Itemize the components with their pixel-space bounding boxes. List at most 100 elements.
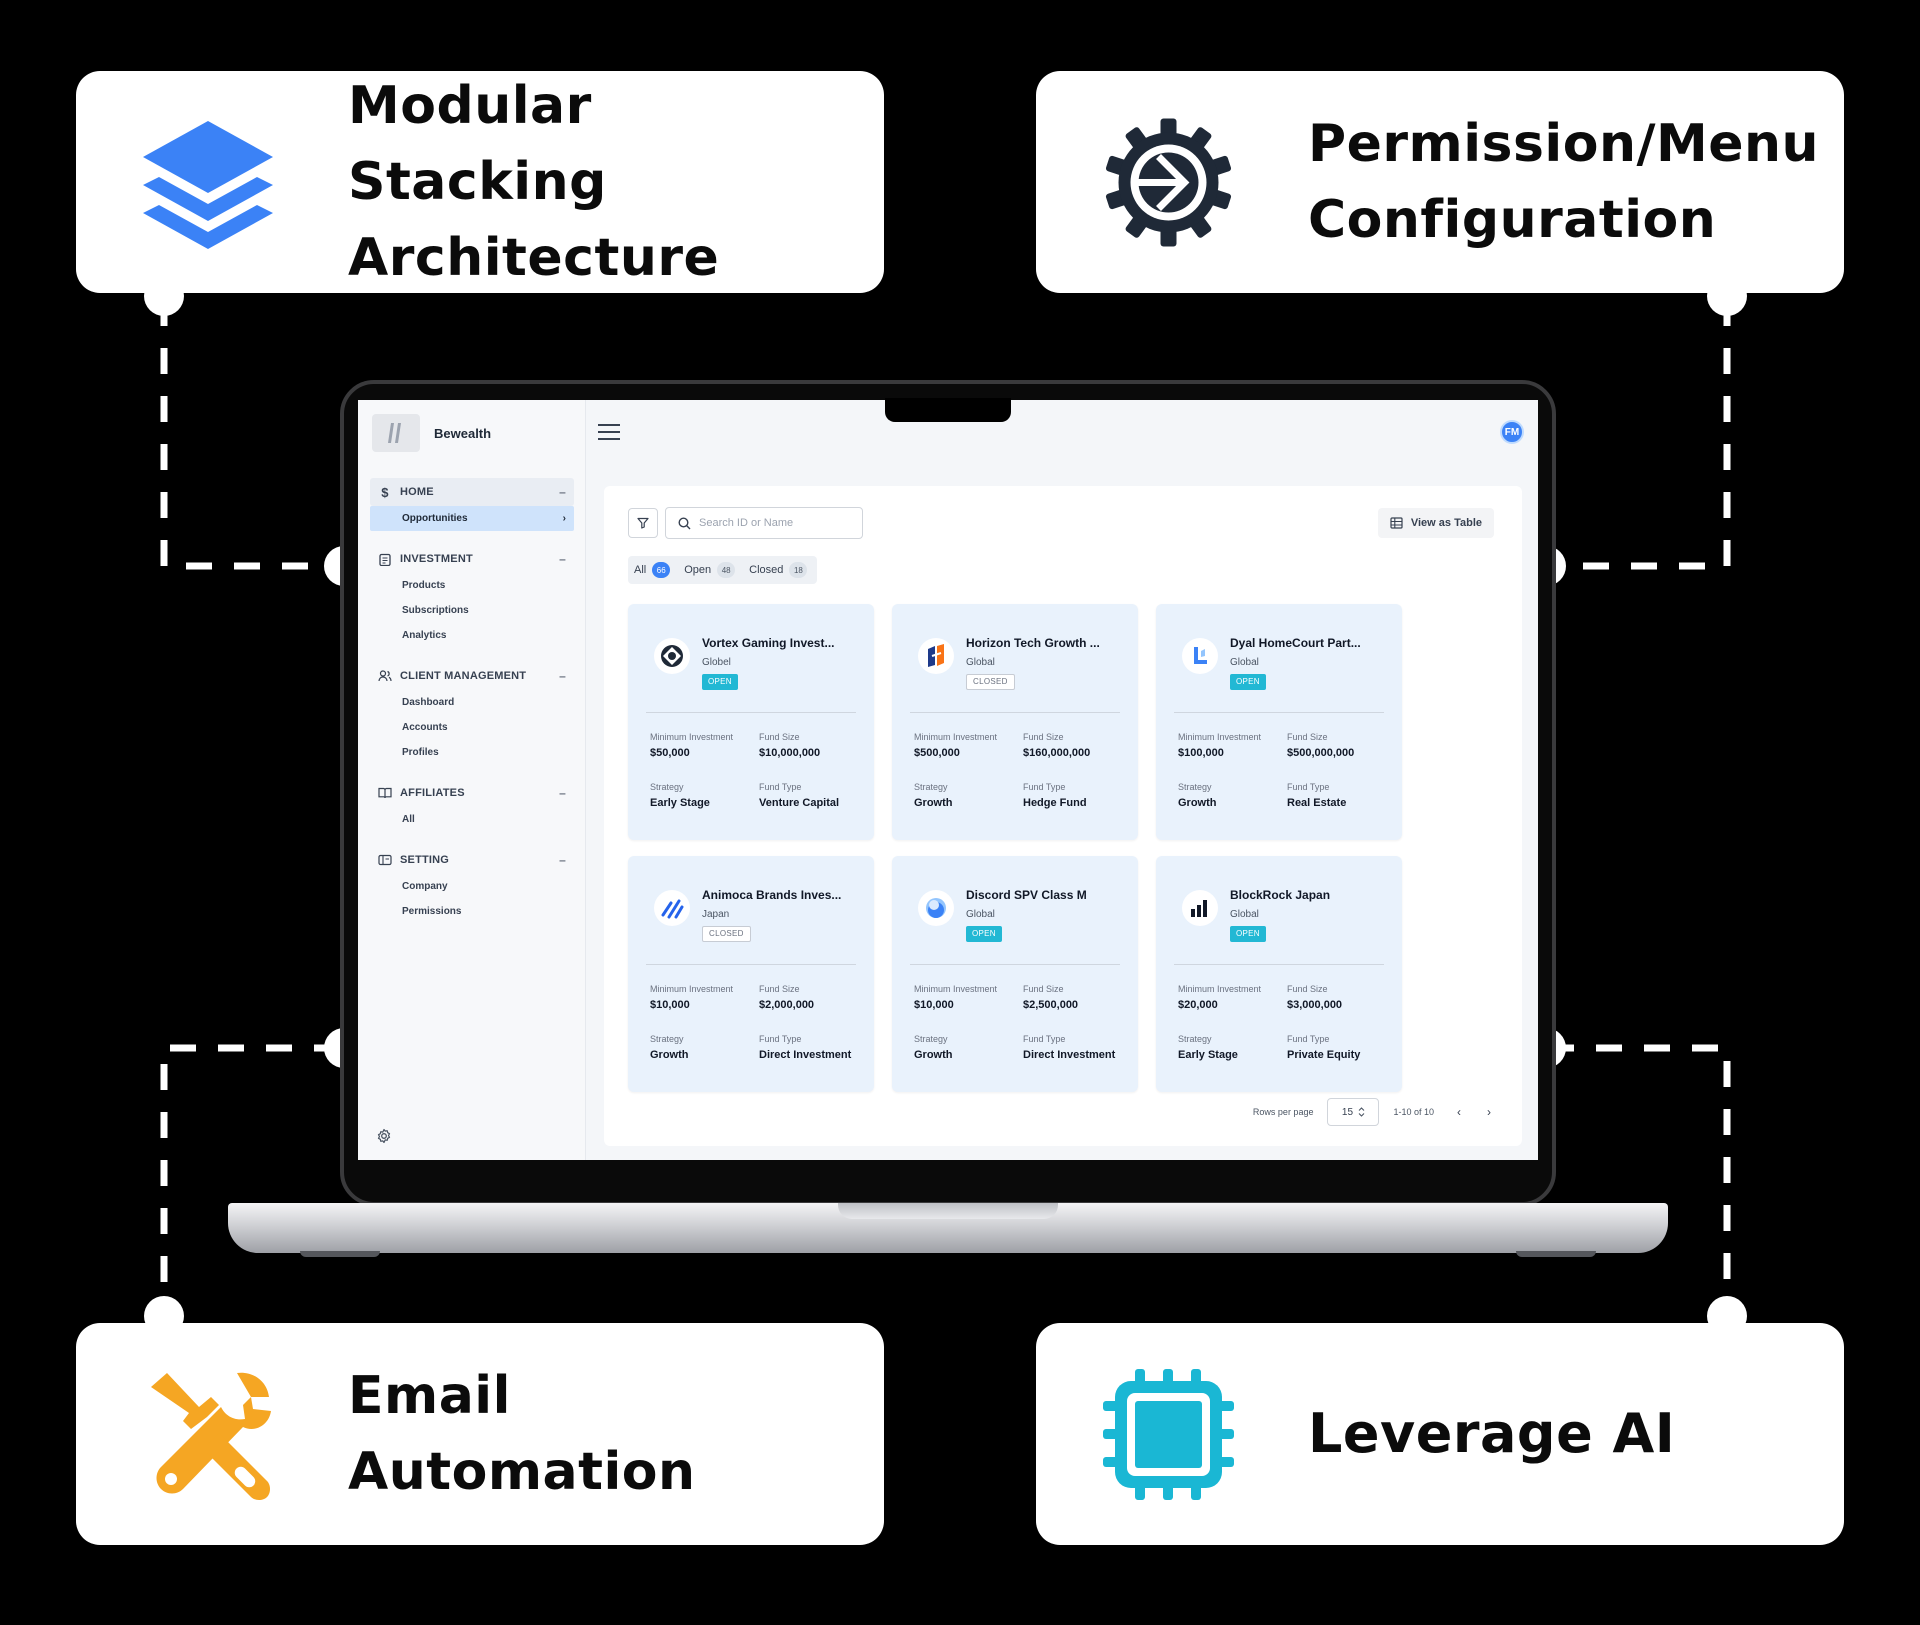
book-icon (378, 786, 392, 800)
table-icon (1390, 517, 1403, 529)
opportunity-region: Global (1230, 909, 1259, 920)
sidebar-item-products[interactable]: Products (402, 580, 446, 591)
animoca-logo-icon (654, 890, 690, 926)
view-as-table-button[interactable]: View as Table (1377, 508, 1494, 538)
chip-icon (1101, 1367, 1236, 1502)
feature-title: Modular Stacking Architecture (348, 76, 720, 288)
search-input[interactable] (699, 517, 849, 529)
field-value: $10,000 (650, 999, 690, 1011)
field-value: Private Equity (1287, 1049, 1361, 1061)
field-value: $500,000 (914, 747, 960, 759)
field-label: Minimum Investment (1178, 984, 1262, 994)
collapse-icon[interactable]: – (559, 669, 566, 683)
sidebar-item-profiles[interactable]: Profiles (402, 747, 439, 758)
previous-page-button[interactable]: ‹ (1457, 1105, 1461, 1119)
filter-button[interactable] (628, 508, 658, 538)
sidebar-nav: $ HOME – Opportunities › INVESTMENT – Pr… (370, 478, 574, 924)
opportunity-name: Dyal HomeCourt Part... (1230, 636, 1361, 650)
field-value: $100,000 (1178, 747, 1224, 759)
filter-icon (637, 517, 649, 529)
horizon-logo-icon (918, 638, 954, 674)
opportunity-region: Global (1230, 657, 1259, 668)
field-value: $10,000,000 (759, 747, 821, 759)
divider (1174, 964, 1384, 965)
collapse-icon[interactable]: – (559, 786, 566, 800)
gear-icon (1101, 115, 1236, 250)
nav-section-label: AFFILIATES (400, 787, 465, 799)
sidebar-item-company[interactable]: Company (402, 881, 448, 892)
sidebar-item-dashboard[interactable]: Dashboard (402, 697, 455, 708)
field-label: Fund Size (1287, 984, 1328, 994)
count-badge: 66 (652, 562, 671, 578)
min-investment-field: Minimum Investment $500,000 (914, 732, 997, 759)
collapse-icon[interactable]: – (559, 853, 566, 867)
feature-title: Leverage AI (1308, 1402, 1676, 1465)
rows-per-page-select[interactable]: 15 (1327, 1098, 1380, 1126)
divider (646, 712, 856, 713)
field-label: Fund Size (759, 732, 800, 742)
avatar[interactable]: FM (1500, 420, 1524, 444)
tab-closed[interactable]: Closed 18 (749, 562, 808, 578)
fund-size-field: Fund Size$2,000,000 (759, 984, 814, 1011)
feature-title: Permission/Menu Configuration (1308, 114, 1820, 250)
fund-size-field: Fund Size $3,000,000 (1287, 984, 1342, 1011)
status-badge: OPEN (1230, 674, 1266, 690)
nav-section-client-management[interactable]: CLIENT MANAGEMENT – (370, 662, 574, 690)
brand[interactable]: Bewealth (372, 414, 491, 452)
field-label: Minimum Investment (914, 732, 998, 742)
laptop-foot (300, 1251, 380, 1257)
field-label: Minimum Investment (650, 984, 734, 994)
status-badge: OPEN (1230, 926, 1266, 942)
tab-label: Closed (749, 564, 784, 576)
opportunity-region: Global (966, 909, 995, 920)
sidebar-item-analytics[interactable]: Analytics (402, 630, 447, 641)
fund-size-field: Fund Size$160,000,000 (1023, 732, 1090, 759)
feature-card-modular: Modular Stacking Architecture (76, 71, 884, 293)
sidebar-item-all[interactable]: All (402, 814, 415, 825)
sidebar-item-accounts[interactable]: Accounts (402, 722, 448, 733)
rows-per-page-label: Rows per page (1252, 1107, 1314, 1117)
search-box[interactable] (665, 507, 863, 539)
nav-section-label: SETTING (400, 854, 450, 866)
divider (1174, 712, 1384, 713)
field-label: Strategy (914, 1034, 948, 1044)
field-value: Hedge Fund (1023, 797, 1087, 809)
field-value: Direct Investment (759, 1049, 852, 1061)
field-label: Minimum Investment (650, 732, 734, 742)
sidebar-item-subscriptions[interactable]: Subscriptions (402, 605, 469, 616)
feature-card-ai: Leverage AI (1036, 1323, 1844, 1545)
field-label: Fund Type (1023, 782, 1066, 792)
field-value: $3,000,000 (1287, 999, 1343, 1011)
camera-notch (885, 398, 1011, 422)
field-value: $50,000 (650, 747, 690, 759)
laptop-opening-notch (838, 1203, 1058, 1219)
collapse-icon[interactable]: – (559, 485, 566, 499)
tab-all[interactable]: All 66 (634, 562, 671, 578)
next-page-button[interactable]: › (1487, 1105, 1491, 1119)
min-investment-field: Minimum Investment $10,000 (650, 984, 733, 1011)
tab-open[interactable]: Open 48 (684, 562, 736, 578)
nav-section-investment[interactable]: INVESTMENT – (370, 545, 574, 573)
opportunity-name: Horizon Tech Growth ... (966, 636, 1100, 650)
collapse-icon[interactable]: – (559, 552, 566, 566)
nav-section-setting[interactable]: SETTING – (370, 846, 574, 874)
sidebar: Bewealth $ HOME – Opportunities › INVEST… (358, 400, 586, 1160)
nav-section-home[interactable]: $ HOME – (370, 478, 574, 506)
field-label: Strategy (650, 1034, 684, 1044)
status-badge: OPEN (702, 674, 738, 690)
sidebar-item-opportunities[interactable]: Opportunities › (370, 506, 574, 531)
nav-section-affiliates[interactable]: AFFILIATES – (370, 779, 574, 807)
opportunity-name: Discord SPV Class M (966, 888, 1087, 902)
sidebar-item-permissions[interactable]: Permissions (402, 906, 462, 917)
hamburger-menu-icon[interactable] (598, 424, 620, 440)
settings-gear-icon[interactable] (376, 1128, 392, 1144)
